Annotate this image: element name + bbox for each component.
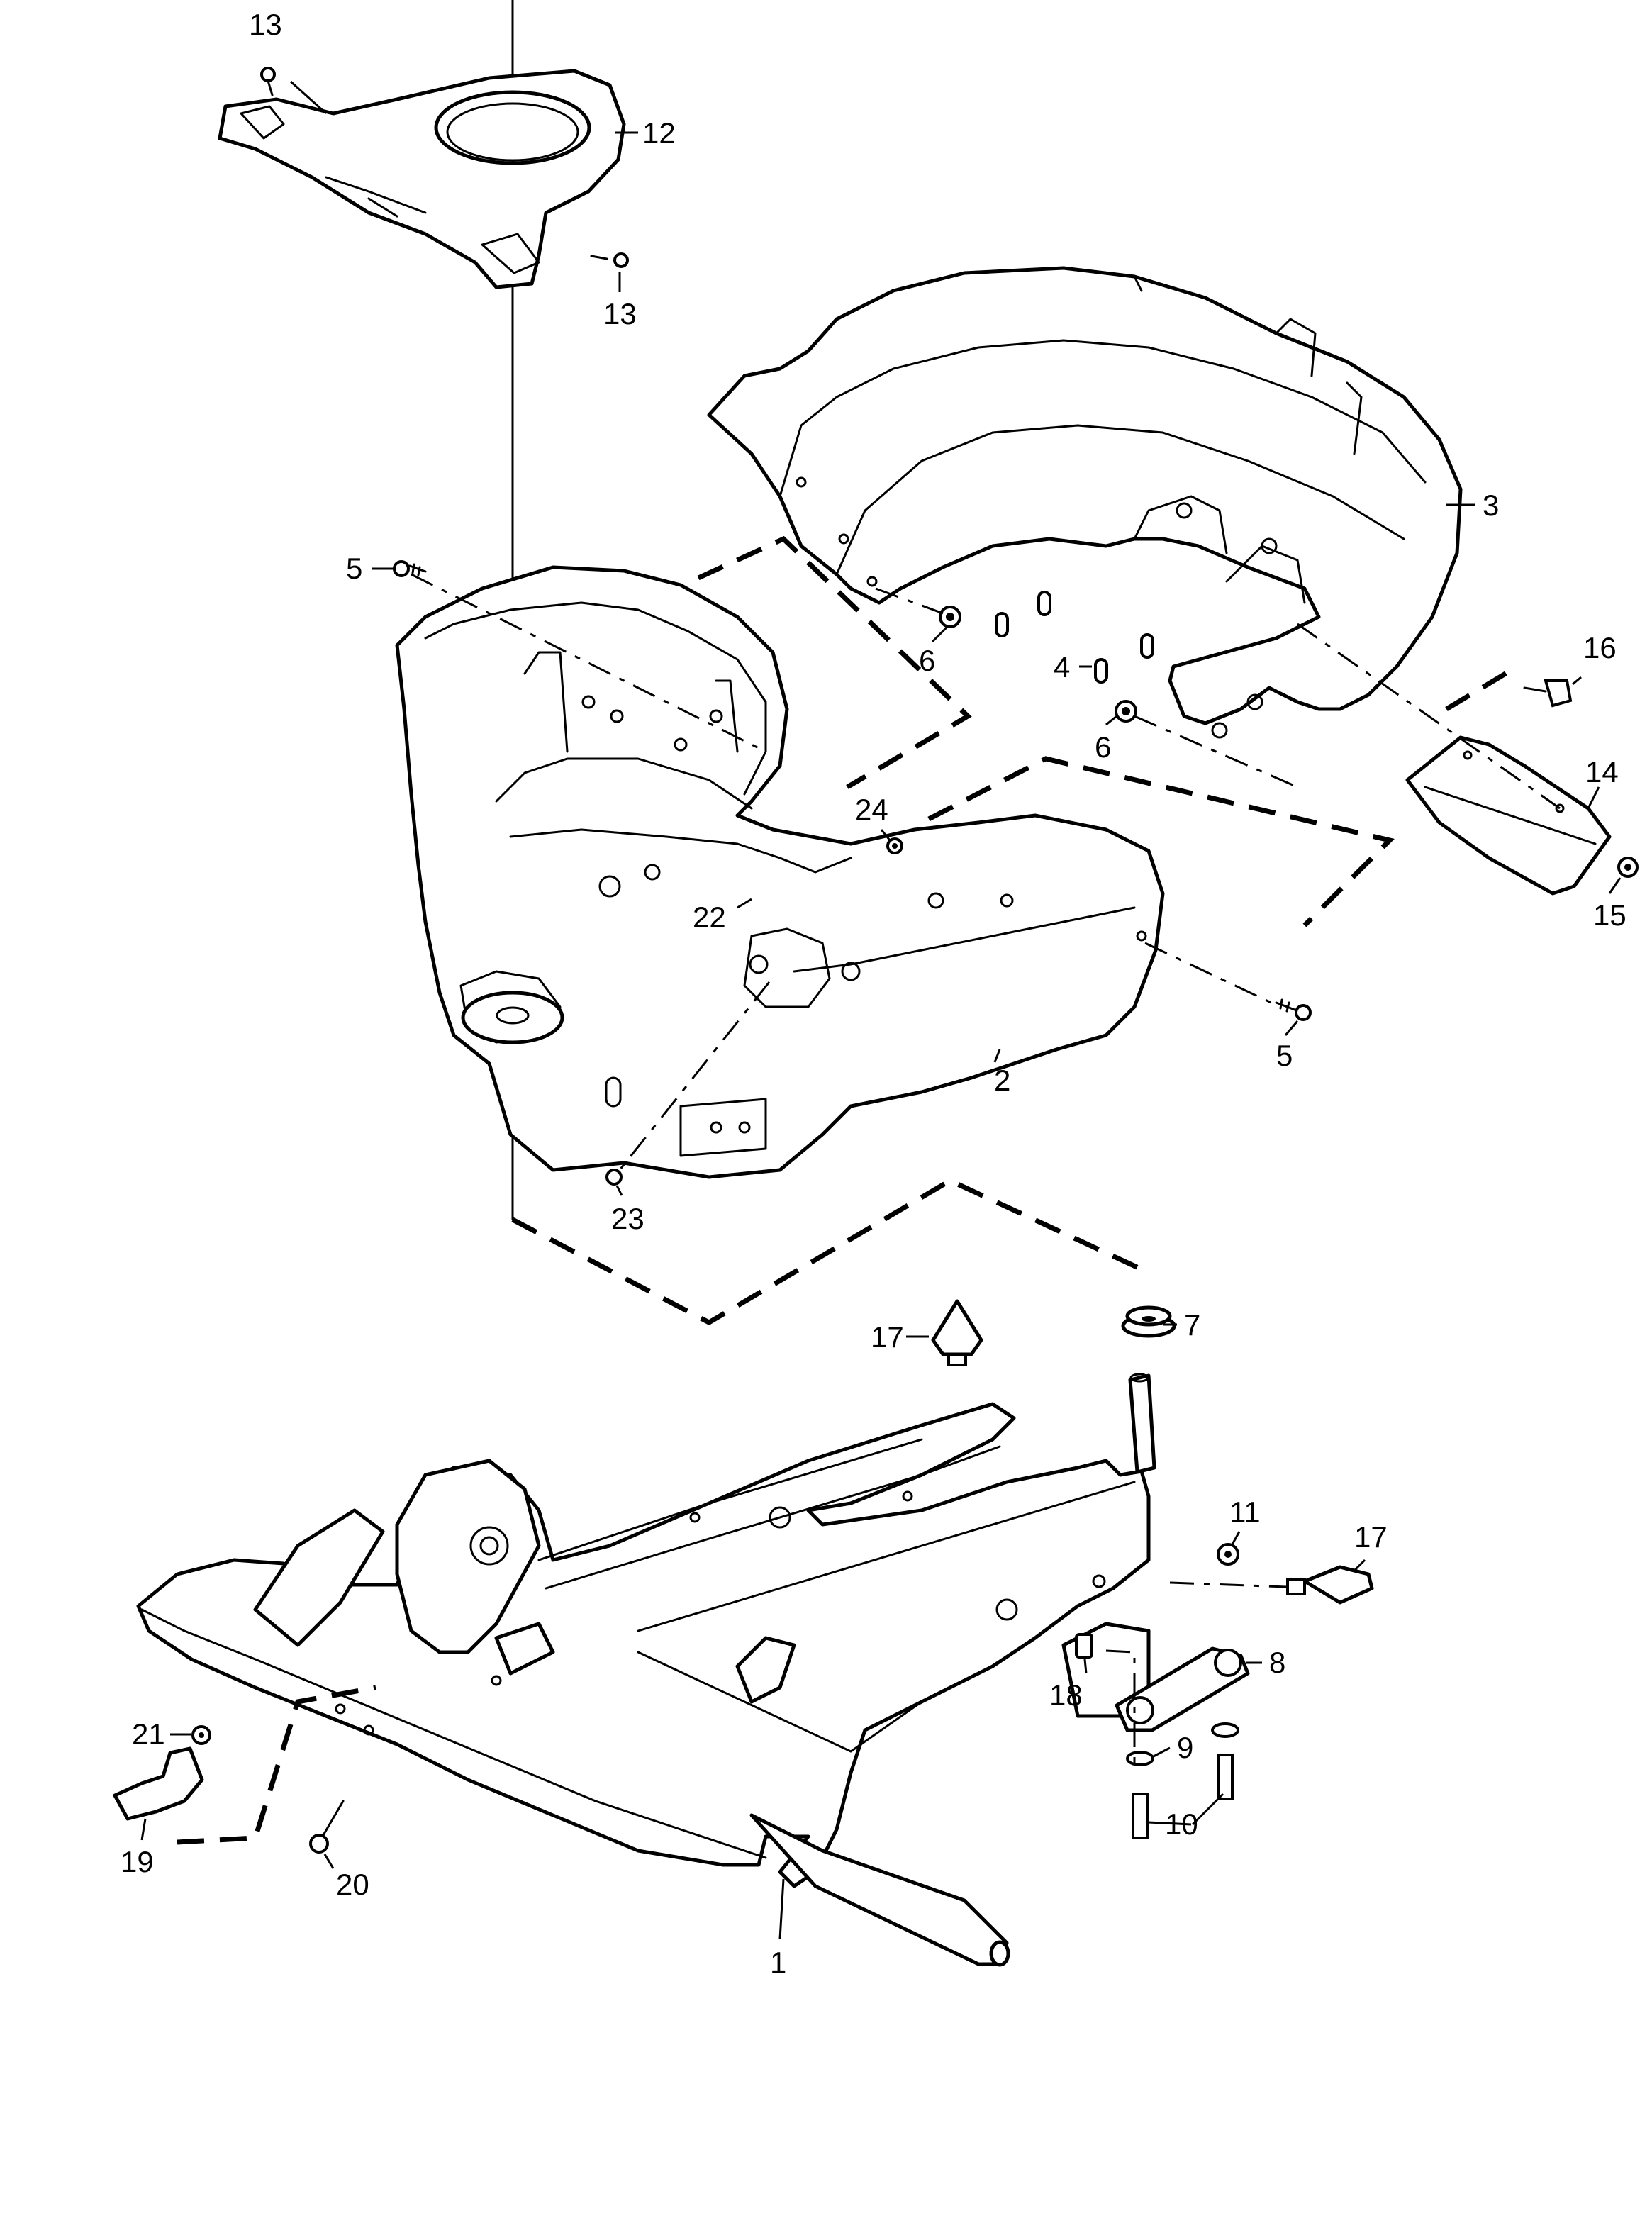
callout-10: 10 [1165,1807,1198,1841]
part-3-rear-fender [707,266,1463,739]
part-12-belt-cover [218,69,626,289]
callout-11: 11 [1229,1495,1261,1529]
part-5-bolt-upper [393,560,427,577]
callout-20: 20 [336,1868,369,1901]
callout-5-lower: 5 [1276,1039,1293,1072]
callout-23: 23 [611,1202,644,1235]
callout-leaders [140,80,1622,1940]
part-11-nut [1217,1543,1239,1566]
part-23-screw [605,1169,623,1186]
part-15-nut [1617,857,1639,878]
part-13-screw-right [590,252,629,268]
part-4-spacers [995,591,1154,684]
callout-labels: 13 12 13 3 5 6 4 6 16 14 15 24 22 5 2 23… [121,8,1626,1979]
callout-13-top: 13 [249,8,282,41]
part-post [1128,1373,1156,1474]
callout-9: 9 [1177,1731,1193,1764]
part-20-screw [309,1800,345,1854]
callout-3: 3 [1483,489,1499,522]
part-10-bolts [1132,1754,1234,1839]
part-14-cover-plate [1405,735,1612,896]
callout-16: 16 [1583,631,1617,664]
part-6-nut-lower [1115,700,1137,723]
callout-6-upper: 6 [919,644,935,677]
callout-1: 1 [770,1946,786,1979]
callout-7: 7 [1184,1308,1200,1342]
part-17-bumper-right [1286,1565,1374,1605]
callout-14: 14 [1585,755,1619,788]
callout-15: 15 [1593,898,1626,932]
part-16-knob [1523,679,1573,708]
part-21-nut [191,1725,211,1745]
part-19-bracket [113,1746,204,1821]
assembly-lines-upper [411,535,1561,1326]
part-5-bolt-lower [1275,998,1312,1021]
callout-17-right: 17 [1354,1520,1388,1554]
callout-4: 4 [1054,650,1070,684]
callout-22: 22 [693,901,726,934]
part-17-bumper-upper [931,1299,983,1366]
part-7-grommet [1121,1305,1176,1338]
part-18-spacer [1075,1633,1093,1659]
callout-2: 2 [994,1064,1010,1097]
callout-19: 19 [121,1845,154,1878]
callout-13-right: 13 [603,297,637,330]
part-13-screw-top [260,67,276,96]
assembly-lines-lower [177,1581,1288,1845]
part-1-main-frame [136,1402,1151,1967]
callout-6-lower: 6 [1095,730,1111,764]
part-6-nut-upper [939,606,961,628]
callout-24: 24 [855,793,888,826]
callout-21: 21 [132,1717,165,1751]
callout-17-upper: 17 [871,1320,904,1354]
part-2-body-pan [395,565,1165,1179]
callout-12: 12 [642,116,676,150]
part-24-nut [886,837,903,854]
callout-8: 8 [1269,1646,1285,1679]
callout-18: 18 [1049,1678,1083,1712]
part-8-link-bar [1115,1646,1250,1732]
callout-5-upper: 5 [346,552,362,585]
